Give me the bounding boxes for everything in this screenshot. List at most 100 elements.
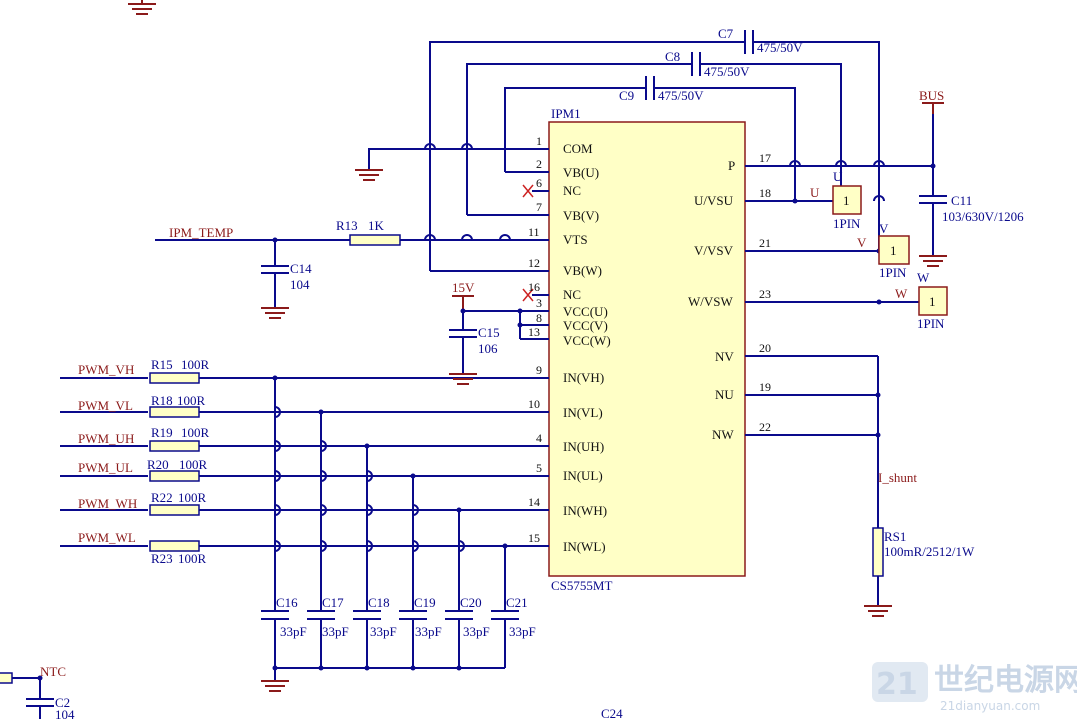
cap-ref: C21 bbox=[506, 595, 528, 610]
resistor-r22 bbox=[149, 504, 200, 516]
pin-name: NV bbox=[715, 349, 734, 364]
pin-name: P bbox=[728, 158, 735, 173]
pin-name: U/VSU bbox=[694, 193, 734, 208]
pin-num: 9 bbox=[536, 363, 542, 377]
wire-crossing-hops bbox=[424, 143, 885, 241]
c11-value: 103/630V/1206 bbox=[942, 209, 1024, 224]
c14-ref: C14 bbox=[290, 261, 312, 276]
c7-value: 475/50V bbox=[757, 40, 803, 55]
resistor-ref: R20 bbox=[147, 457, 169, 472]
pin-num: 13 bbox=[528, 325, 540, 339]
c14-value: 104 bbox=[290, 277, 310, 292]
pin-num: 21 bbox=[759, 236, 771, 250]
resistor-r23 bbox=[149, 540, 200, 552]
resistor-ref: R15 bbox=[151, 357, 173, 372]
bootstrap-wires bbox=[368, 41, 880, 271]
watermark-brand: 世纪电源网 bbox=[934, 663, 1077, 698]
ntc-partial bbox=[0, 672, 54, 719]
net-label-w: W bbox=[895, 286, 908, 301]
connector-w bbox=[918, 286, 948, 316]
ipm-ic-body bbox=[548, 121, 746, 577]
c9-value: 475/50V bbox=[658, 88, 704, 103]
pin-num: 23 bbox=[759, 287, 771, 301]
c15-value: 106 bbox=[478, 341, 498, 356]
pin-name: VCC(W) bbox=[563, 333, 611, 348]
resistor-value: 100R bbox=[178, 551, 207, 566]
c2-ref: C2 bbox=[55, 695, 70, 710]
resistor-value: 100R bbox=[179, 457, 208, 472]
net-label-ipm-temp: IPM_TEMP bbox=[169, 225, 233, 240]
net-label-pwm: PWM_VH bbox=[78, 362, 134, 377]
pin-num: 7 bbox=[536, 200, 542, 214]
cap-value: 33pF bbox=[370, 624, 397, 639]
pin-name: IN(VL) bbox=[563, 405, 603, 420]
connector-ref: W bbox=[917, 270, 930, 285]
pin-name: IN(WL) bbox=[563, 539, 606, 554]
resistor-ref: R23 bbox=[151, 551, 173, 566]
net-label-pwm: PWM_WL bbox=[78, 530, 136, 545]
connector-ref: V bbox=[879, 221, 889, 236]
cap-ref: C19 bbox=[414, 595, 436, 610]
cap-ref: C16 bbox=[276, 595, 298, 610]
resistor-r20 bbox=[149, 470, 200, 482]
ipm-right-pin-stubs bbox=[745, 165, 933, 436]
filter-junctions bbox=[272, 375, 508, 671]
ipm-part: CS5755MT bbox=[551, 578, 612, 593]
cap-value: 33pF bbox=[509, 624, 536, 639]
resistor-value: 100R bbox=[178, 490, 207, 505]
pin-num: 18 bbox=[759, 186, 771, 200]
junction-dot bbox=[875, 432, 881, 438]
cap-value: 33pF bbox=[280, 624, 307, 639]
connector-pin: 1 bbox=[890, 243, 897, 258]
net-label-v: V bbox=[857, 235, 867, 250]
pin-num: 11 bbox=[528, 225, 540, 239]
cap-value: 33pF bbox=[463, 624, 490, 639]
pin-name: VB(V) bbox=[563, 208, 599, 223]
c2-value: 104 bbox=[55, 707, 75, 719]
filter-cap-crossing-hops bbox=[274, 406, 465, 552]
pin-num: 2 bbox=[536, 157, 542, 171]
watermark-url: 21dianyuan.com bbox=[940, 699, 1040, 713]
pin-name: IN(UL) bbox=[563, 468, 603, 483]
nc-cross-icons bbox=[522, 184, 534, 302]
net-label-i-shunt: I_shunt bbox=[878, 470, 917, 485]
ipm-ref: IPM1 bbox=[551, 106, 581, 121]
pin-name: COM bbox=[563, 141, 593, 156]
junction-dot bbox=[876, 299, 882, 305]
pin-name: NC bbox=[563, 287, 581, 302]
pin-num: 19 bbox=[759, 380, 771, 394]
capacitor-c8 bbox=[691, 52, 701, 76]
pin-num: 22 bbox=[759, 420, 771, 434]
junction-dot bbox=[875, 392, 881, 398]
pin-name: VB(W) bbox=[563, 263, 602, 278]
connector-pin: 1 bbox=[929, 294, 936, 309]
resistor-ref: R18 bbox=[151, 393, 173, 408]
net-label-15v: 15V bbox=[452, 280, 475, 295]
pin-name: VB(U) bbox=[563, 165, 599, 180]
net-label-bus: BUS bbox=[919, 88, 944, 103]
pin-name: NC bbox=[563, 183, 581, 198]
connector-v bbox=[878, 235, 910, 265]
pin-name: IN(VH) bbox=[563, 370, 604, 385]
rs1-ref: RS1 bbox=[884, 529, 906, 544]
svg-text:21: 21 bbox=[876, 667, 918, 702]
pin-num: 6 bbox=[536, 176, 542, 190]
pin-name: NW bbox=[712, 427, 734, 442]
capacitor-c15 bbox=[449, 311, 477, 373]
pwm-input-wires bbox=[60, 377, 148, 547]
rs1-value: 100mR/2512/1W bbox=[884, 544, 975, 559]
capacitor-c14 bbox=[261, 265, 289, 307]
net-label-pwm: PWM_VL bbox=[78, 398, 133, 413]
c8-value: 475/50V bbox=[704, 64, 750, 79]
junction-dot bbox=[792, 198, 798, 204]
pin-num: 8 bbox=[536, 311, 542, 325]
resistor-ref: R22 bbox=[151, 490, 173, 505]
resistor-r19 bbox=[149, 440, 200, 452]
net-label-pwm: PWM_WH bbox=[78, 496, 137, 511]
c9-ref: C9 bbox=[619, 88, 634, 103]
resistor-r18 bbox=[149, 406, 200, 418]
pin-num: 15 bbox=[528, 531, 540, 545]
pin-num: 16 bbox=[528, 280, 540, 294]
resistor-value: 100R bbox=[181, 357, 210, 372]
connector-u bbox=[832, 185, 862, 215]
